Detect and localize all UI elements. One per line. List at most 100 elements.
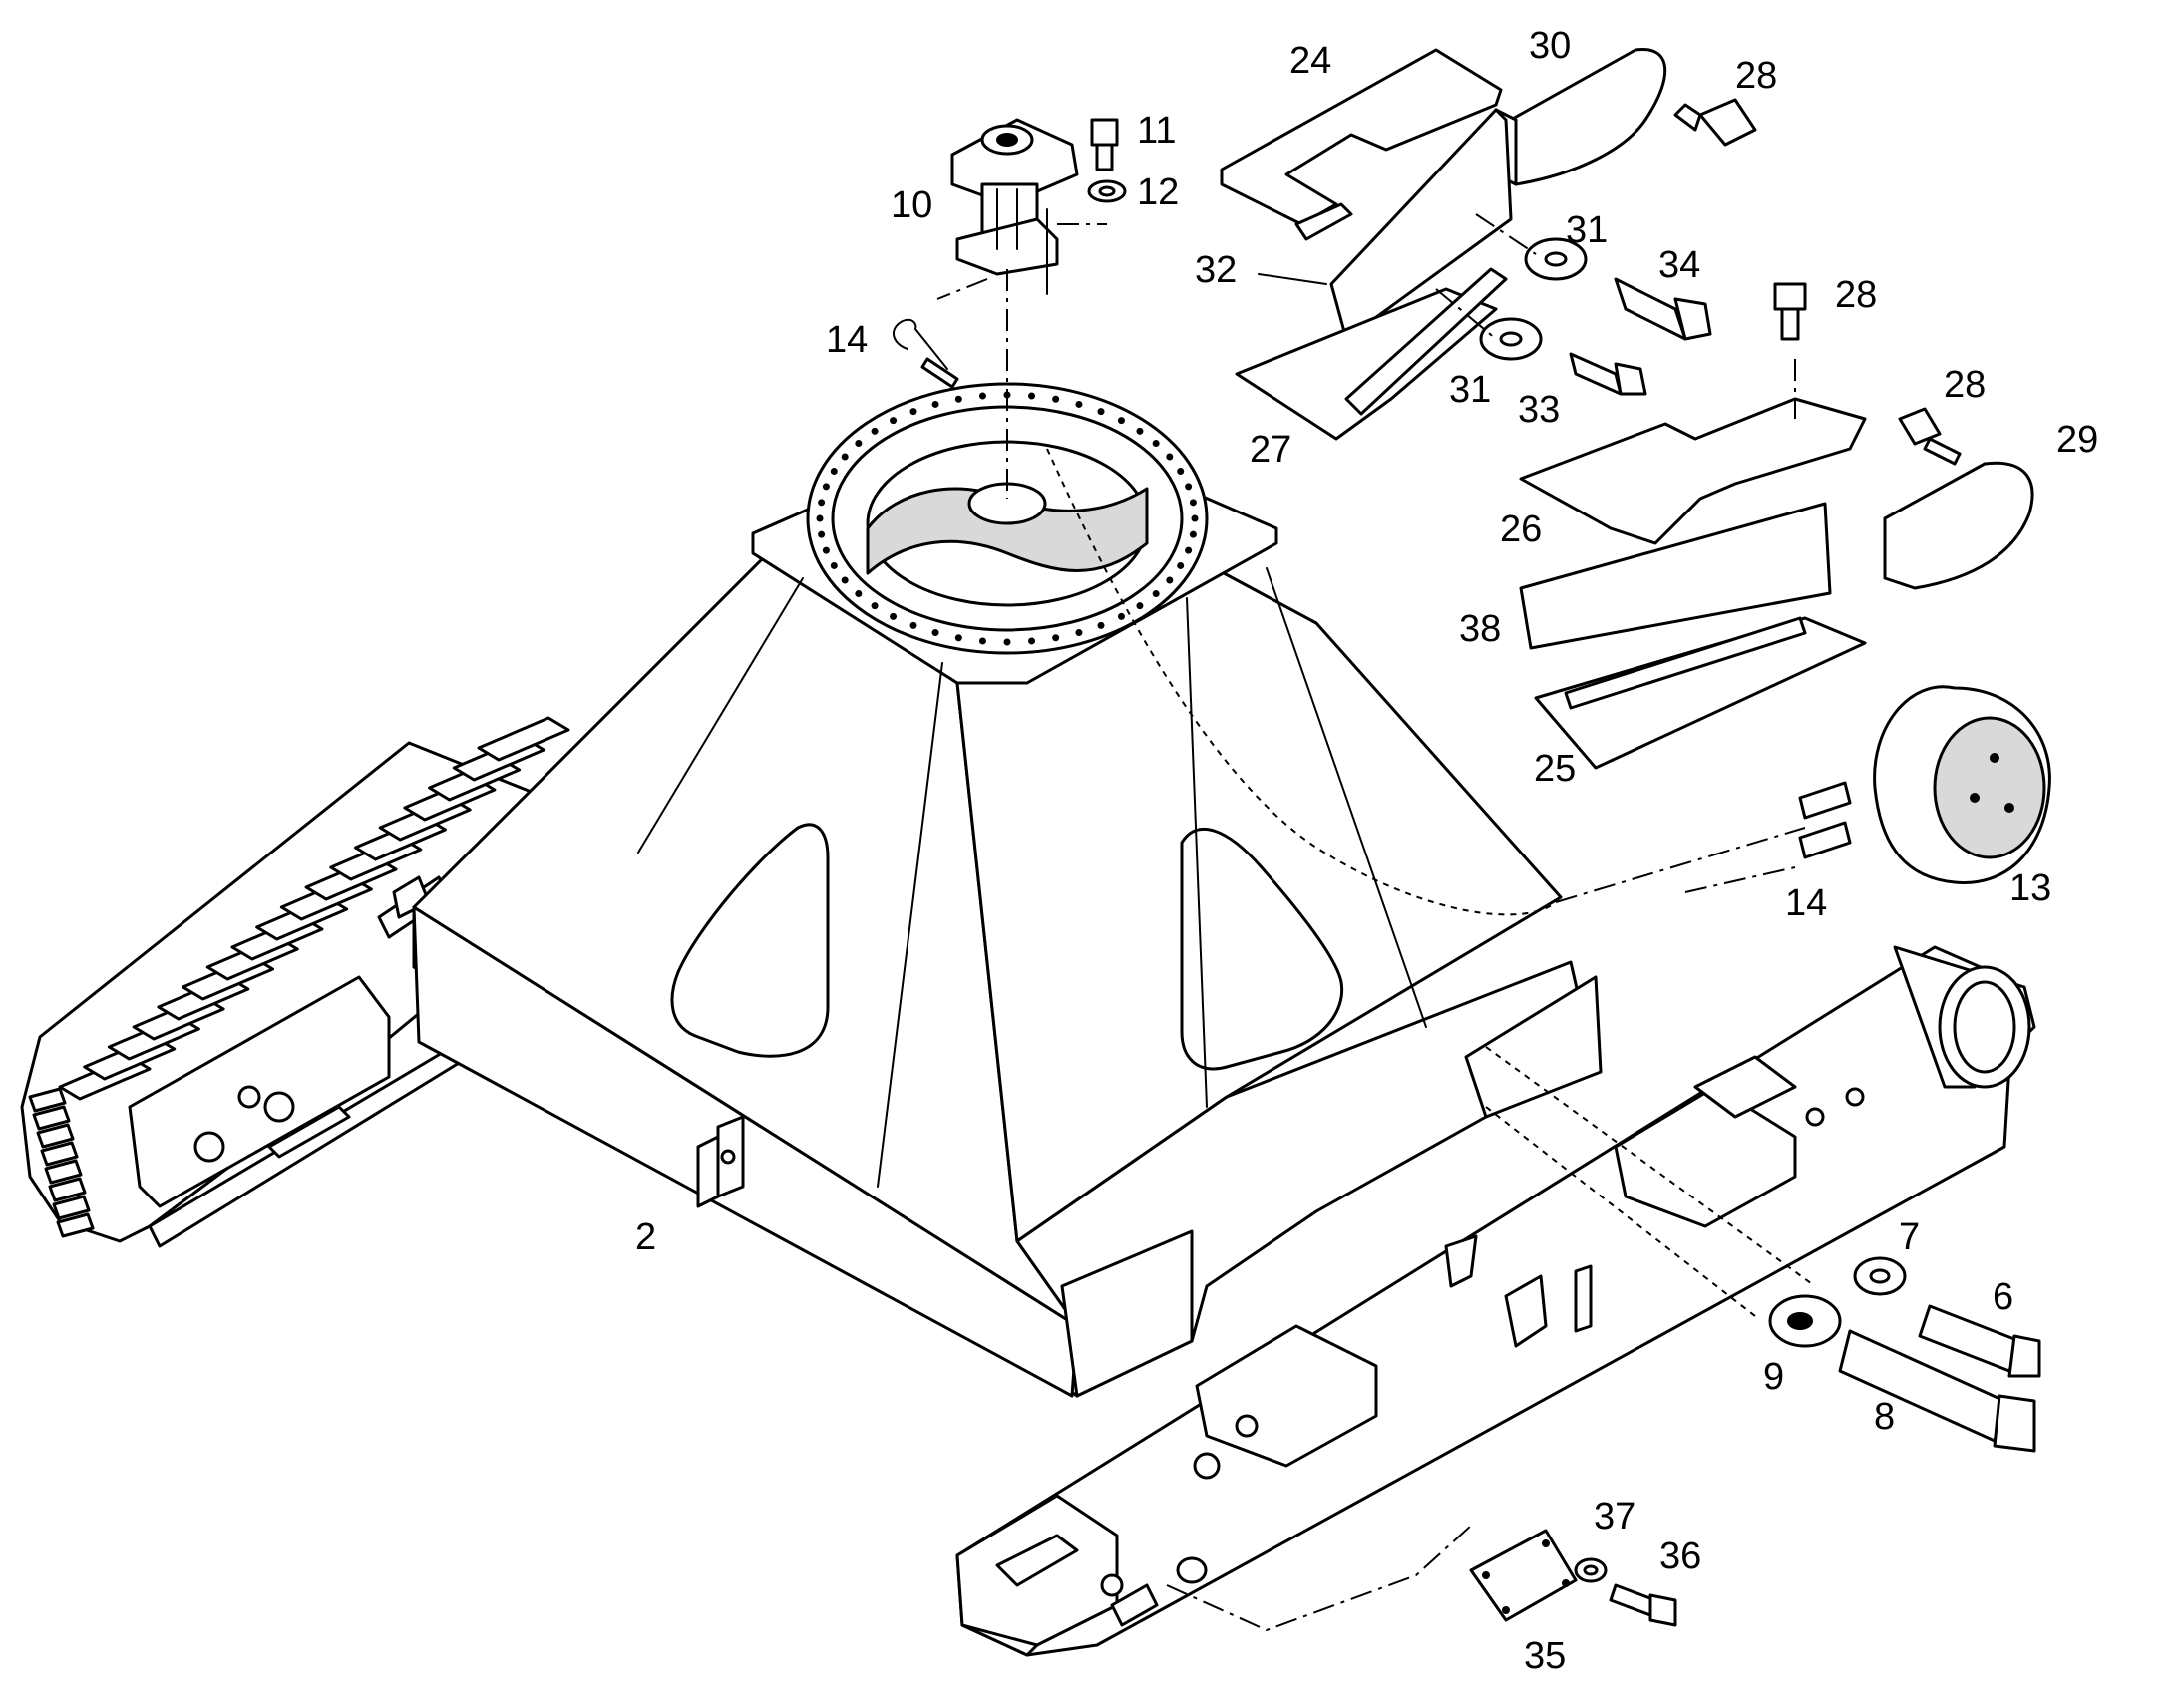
track-shoe xyxy=(36,1123,75,1149)
track-shoe xyxy=(48,1177,87,1202)
callout-29: 29 xyxy=(2056,419,2098,461)
ring-bolt-hole xyxy=(822,546,830,554)
swivel-joint-10 xyxy=(950,118,1079,276)
ring-bolt-hole xyxy=(931,400,939,408)
bolt-6 xyxy=(1918,1304,2041,1378)
fitting-14-right xyxy=(1798,781,1852,859)
washer-31-lower xyxy=(1479,317,1543,361)
right-track-frame xyxy=(955,945,2036,1657)
callout-9: 9 xyxy=(1763,1356,1784,1398)
hose-fitting-14-top xyxy=(893,318,959,389)
callout-6: 6 xyxy=(1993,1276,2013,1318)
callout-28b: 28 xyxy=(1835,274,1877,316)
callout-14a: 14 xyxy=(826,319,868,361)
cover-29 xyxy=(1883,461,2034,590)
ring-bolt-hole xyxy=(822,483,830,491)
ring-bolt-hole xyxy=(1136,427,1144,435)
callout-38: 38 xyxy=(1459,608,1501,650)
washer-7 xyxy=(1853,1256,1907,1296)
washer-12 xyxy=(1087,179,1127,203)
ring-bolt-hole xyxy=(1152,440,1160,448)
ring-bolt-hole xyxy=(1166,453,1174,461)
ring-bolt-hole xyxy=(1117,612,1125,620)
callout-labels: 2 6 7 8 9 10 11 12 13 14 14 24 25 26 27 … xyxy=(635,25,2098,1677)
callout-26: 26 xyxy=(1500,509,1542,550)
callout-8: 8 xyxy=(1874,1396,1895,1438)
bolt-36 xyxy=(1609,1583,1677,1627)
ring-bolt-hole xyxy=(954,395,962,403)
ring-bolt-hole xyxy=(909,621,917,629)
ring-bolt-hole xyxy=(1052,634,1060,642)
bolt-34 xyxy=(1614,277,1712,341)
ring-bolt-hole xyxy=(1191,514,1199,522)
assembly-leader-lines xyxy=(936,213,1816,1632)
ring-bolt-hole xyxy=(1136,602,1144,610)
plate-26 xyxy=(1519,397,1867,545)
carbody-frame xyxy=(412,382,1603,1398)
cover-plate-24 xyxy=(1220,48,1503,241)
bolt-11 xyxy=(1090,118,1119,171)
ring-bolt-hole xyxy=(1189,499,1197,507)
ring-bolt-hole xyxy=(871,602,879,610)
ring-bolt-hole xyxy=(1185,483,1193,491)
ring-bolt-hole xyxy=(1152,589,1160,597)
track-shoe xyxy=(477,716,570,762)
ring-bolt-hole xyxy=(1166,576,1174,584)
callout-28a: 28 xyxy=(1735,55,1777,97)
washer-37 xyxy=(1574,1557,1608,1583)
ring-bolt-hole xyxy=(841,453,849,461)
ring-bolt-hole xyxy=(855,589,863,597)
callout-10: 10 xyxy=(891,184,932,226)
ring-bolt-hole xyxy=(816,514,824,522)
ring-bolt-hole xyxy=(1003,638,1011,646)
callout-leader-ticks xyxy=(1046,208,1327,295)
ring-bolt-hole xyxy=(1117,417,1125,425)
ring-bolt-hole xyxy=(818,499,826,507)
ring-bolt-hole xyxy=(855,440,863,448)
track-shoe xyxy=(40,1141,79,1167)
washer-9 xyxy=(1768,1294,1842,1348)
callout-25: 25 xyxy=(1534,748,1576,790)
track-shoe xyxy=(56,1212,95,1238)
ring-bolt-hole xyxy=(978,392,986,400)
callout-11: 11 xyxy=(1137,110,1176,152)
ring-bolt-hole xyxy=(1097,408,1105,416)
bolt-33 xyxy=(1569,352,1647,396)
ring-bolt-hole xyxy=(954,634,962,642)
callout-33: 33 xyxy=(1518,389,1560,431)
callout-36: 36 xyxy=(1659,1536,1701,1577)
ring-bolt-hole xyxy=(890,417,898,425)
track-shoe xyxy=(32,1105,71,1131)
callout-35: 35 xyxy=(1524,1635,1566,1677)
callout-27: 27 xyxy=(1250,429,1291,471)
bolt-28-right xyxy=(1898,407,1962,466)
ring-bolt-hole xyxy=(1177,468,1185,476)
callout-12: 12 xyxy=(1137,171,1179,213)
ring-bolt-hole xyxy=(1185,546,1193,554)
ring-bolt-hole xyxy=(1028,392,1036,400)
callout-30: 30 xyxy=(1529,25,1571,67)
ring-bolt-hole xyxy=(1075,400,1083,408)
ring-bolt-hole xyxy=(1075,629,1083,637)
plate-25 xyxy=(1534,616,1867,770)
ring-bolt-hole xyxy=(890,612,898,620)
ring-bolt-hole xyxy=(978,637,986,645)
ring-bolt-hole xyxy=(1028,637,1036,645)
ring-bolt-hole xyxy=(1097,621,1105,629)
ring-bolt-hole xyxy=(1052,395,1060,403)
callout-14b: 14 xyxy=(1785,882,1827,924)
bolt-28-mid xyxy=(1773,282,1807,341)
ring-bolt-hole xyxy=(909,408,917,416)
callout-34: 34 xyxy=(1658,244,1700,286)
bolt-8 xyxy=(1838,1329,2036,1453)
callout-32: 32 xyxy=(1195,249,1237,291)
callout-28c: 28 xyxy=(1944,364,1986,406)
ring-bolt-hole xyxy=(830,561,838,569)
callout-13: 13 xyxy=(2009,867,2051,909)
track-shoe xyxy=(52,1195,91,1220)
cover-30 xyxy=(1494,47,1667,186)
ring-bolt-hole xyxy=(931,629,939,637)
ring-bolt-hole xyxy=(830,468,838,476)
bottom-plate-27 xyxy=(1235,267,1508,441)
